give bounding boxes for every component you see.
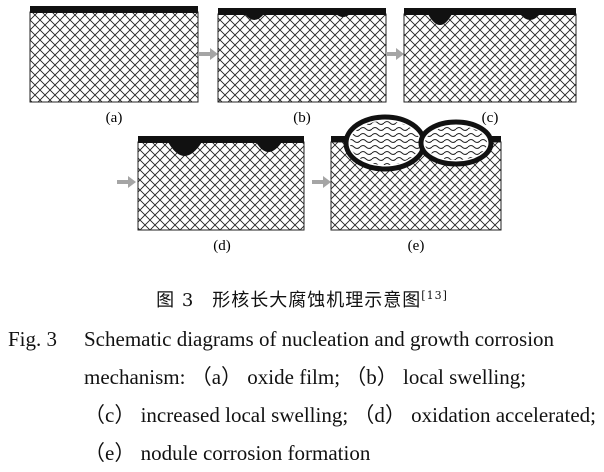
caption-en-line: mechanism: （a） oxide film; （b） local swe…: [84, 365, 527, 389]
panel-label: (c): [482, 110, 499, 126]
panel-label: (a): [106, 110, 123, 126]
swelling-spot: [428, 14, 452, 25]
swelling-spot: [336, 14, 350, 17]
oxide-film: [404, 8, 576, 15]
swelling-spot: [168, 142, 202, 156]
arrow-c-d: [117, 176, 136, 188]
arrow-a-b: [198, 48, 218, 60]
panel-d: [137, 136, 305, 231]
panel-label: (e): [408, 238, 425, 254]
panel-a: [29, 6, 199, 103]
panel-label: (d): [213, 238, 231, 254]
oxide-film: [218, 8, 386, 15]
caption-en-line: （c） increased local swelling; （d） oxidat…: [84, 403, 596, 427]
panel-label: (b): [293, 110, 311, 126]
caption-cn-fig-number: 图 3: [156, 290, 195, 311]
panel-c: [403, 8, 577, 103]
oxide-film: [138, 136, 304, 143]
corrosion-diagram: (a) (b) (c) (d) (e): [29, 6, 577, 254]
swelling-spot: [256, 142, 282, 152]
caption-en-line: （e） nodule corrosion formation: [84, 441, 371, 465]
panel-b: [217, 8, 387, 103]
caption-cn: 图 3 形核长大腐蚀机理示意图[13]: [0, 286, 604, 312]
oxide-film: [30, 6, 198, 13]
swelling-spot: [520, 14, 540, 20]
caption-en-line: Schematic diagrams of nucleation and gro…: [84, 327, 555, 351]
arrow-b-c: [386, 48, 404, 60]
swelling-spot: [245, 14, 264, 20]
caption-cn-title: 形核长大腐蚀机理示意图: [212, 290, 422, 311]
panel-e: [330, 114, 502, 231]
caption-cn-reference: [13]: [421, 289, 448, 302]
caption-en-fig-label: Fig. 3: [8, 327, 58, 351]
arrow-d-e: [312, 176, 331, 188]
